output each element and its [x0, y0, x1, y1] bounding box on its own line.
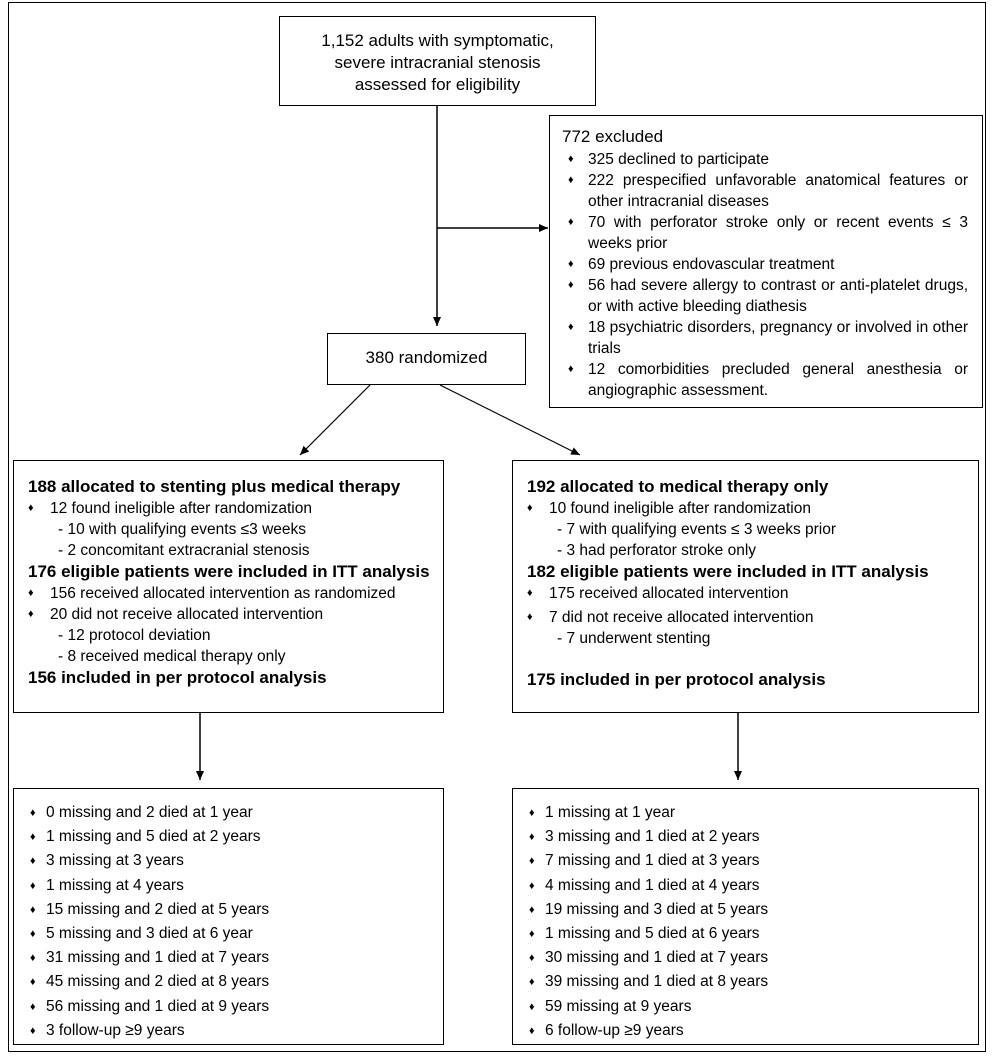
excluded-item: ♦56 had severe allergy to contrast or an… [562, 275, 968, 317]
right-not-received: 7 did not receive allocated intervention [549, 609, 814, 626]
diamond-bullet-icon: ♦ [28, 608, 34, 620]
followup-item: ♦3 missing and 1 died at 2 years [529, 825, 968, 849]
left-arm-box: 188 allocated to stenting plus medical t… [13, 460, 444, 713]
left-received: 156 received allocated intervention as r… [50, 585, 396, 602]
diamond-bullet-icon: ♦ [568, 153, 574, 165]
diamond-bullet-icon: ♦ [30, 807, 36, 819]
diagram-frame [8, 2, 986, 1052]
diamond-bullet-icon: ♦ [568, 216, 574, 228]
right-per-protocol: 175 included in per protocol analysis [527, 670, 826, 689]
diamond-bullet-icon: ♦ [30, 903, 36, 916]
diamond-bullet-icon: ♦ [30, 879, 36, 892]
diamond-bullet-icon: ♦ [28, 502, 34, 514]
right-not-received-sub-1: - 7 underwent stenting [557, 630, 711, 647]
diamond-bullet-icon: ♦ [529, 807, 535, 819]
diamond-bullet-icon: ♦ [30, 1024, 36, 1037]
excluded-item: ♦69 previous endovascular treatment [562, 254, 968, 275]
excluded-item: ♦18 psychiatric disorders, pregnancy or … [562, 317, 968, 359]
followup-item: ♦56 missing and 1 died at 9 years [30, 995, 433, 1019]
right-ineligible-sub-2: - 3 had perforator stroke only [557, 542, 757, 559]
left-not-received: 20 did not receive allocated interventio… [50, 606, 324, 623]
left-ineligible-sub-2: - 2 concomitant extracranial stenosis [58, 542, 310, 559]
followup-item: ♦1 missing and 5 died at 2 years [30, 825, 433, 849]
followup-item: ♦59 missing at 9 years [529, 995, 968, 1019]
left-not-received-sub-2: - 8 received medical therapy only [58, 648, 286, 665]
diamond-bullet-icon: ♦ [568, 321, 574, 333]
diamond-bullet-icon: ♦ [527, 587, 533, 599]
diamond-bullet-icon: ♦ [529, 879, 535, 892]
diamond-bullet-icon: ♦ [30, 952, 36, 965]
randomized-label: 380 randomized [365, 348, 488, 367]
excluded-box: 772 excluded ♦325 declined to participat… [549, 115, 983, 408]
diamond-bullet-icon: ♦ [529, 1000, 535, 1013]
diamond-bullet-icon: ♦ [28, 587, 34, 599]
diamond-bullet-icon: ♦ [529, 903, 535, 916]
diamond-bullet-icon: ♦ [30, 928, 36, 941]
followup-item: ♦39 missing and 1 died at 8 years [529, 970, 968, 994]
arrow-randomized-to-right [439, 384, 581, 456]
followup-item: ♦1 missing at 1 year [529, 801, 968, 825]
followup-item: ♦19 missing and 3 died at 5 years [529, 898, 968, 922]
arrow-randomized-to-left [299, 384, 371, 456]
right-allocated: 192 allocated to medical therapy only [527, 477, 829, 496]
assessed-box: 1,152 adults with symptomatic, severe in… [279, 16, 596, 106]
right-arm-box: 192 allocated to medical therapy only ♦ 1… [512, 460, 979, 713]
followup-item: ♦31 missing and 1 died at 7 years [30, 946, 433, 970]
right-ineligible: 10 found ineligible after randomization [549, 500, 811, 517]
followup-item: ♦1 missing at 4 years [30, 874, 433, 898]
excluded-item: ♦70 with perforator stroke only or recen… [562, 212, 968, 254]
diamond-bullet-icon: ♦ [568, 174, 574, 186]
left-ineligible-sub-1: - 10 with qualifying events ≤3 weeks [58, 521, 307, 538]
assessed-line-3: assessed for eligibility [354, 75, 521, 94]
diamond-bullet-icon: ♦ [529, 928, 535, 941]
randomized-box: 380 randomized [327, 333, 526, 385]
assessed-line-2: severe intracranial stenosis [334, 53, 541, 72]
left-followup-box: ♦0 missing and 2 died at 1 year ♦1 missi… [13, 788, 444, 1045]
excluded-list: ♦325 declined to participate ♦222 prespe… [562, 149, 968, 401]
followup-item: ♦45 missing and 2 died at 8 years [30, 970, 433, 994]
followup-item: ♦6 follow-up ≥9 years [529, 1019, 968, 1043]
right-followup-box: ♦1 missing at 1 year ♦3 missing and 1 di… [512, 788, 979, 1045]
left-ineligible: 12 found ineligible after randomization [50, 500, 312, 517]
right-ineligible-sub-1: - 7 with qualifying events ≤ 3 weeks pri… [557, 521, 837, 538]
followup-item: ♦30 missing and 1 died at 7 years [529, 946, 968, 970]
diamond-bullet-icon: ♦ [568, 258, 574, 270]
followup-item: ♦3 missing at 3 years [30, 849, 433, 873]
assessed-line-1: 1,152 adults with symptomatic, [321, 31, 554, 50]
left-itt: 176 eligible patients were included in I… [28, 562, 430, 581]
diamond-bullet-icon: ♦ [529, 976, 535, 989]
left-per-protocol: 156 included in per protocol analysis [28, 668, 327, 687]
right-received: 175 received allocated intervention [549, 585, 789, 602]
right-itt: 182 eligible patients were included in I… [527, 562, 929, 581]
diamond-bullet-icon: ♦ [527, 502, 533, 514]
diamond-bullet-icon: ♦ [529, 952, 535, 965]
diamond-bullet-icon: ♦ [527, 611, 533, 623]
diamond-bullet-icon: ♦ [30, 855, 36, 868]
diamond-bullet-icon: ♦ [30, 831, 36, 844]
excluded-item: ♦222 prespecified unfavorable anatomical… [562, 170, 968, 212]
diamond-bullet-icon: ♦ [30, 1000, 36, 1013]
followup-item: ♦3 follow-up ≥9 years [30, 1019, 433, 1043]
diamond-bullet-icon: ♦ [568, 279, 574, 291]
diamond-bullet-icon: ♦ [30, 976, 36, 989]
left-not-received-sub-1: - 12 protocol deviation [58, 627, 211, 644]
diamond-bullet-icon: ♦ [568, 363, 574, 375]
followup-item: ♦7 missing and 1 died at 3 years [529, 849, 968, 873]
excluded-title: 772 excluded [562, 127, 664, 146]
followup-item: ♦0 missing and 2 died at 1 year [30, 801, 433, 825]
diamond-bullet-icon: ♦ [529, 831, 535, 844]
followup-item: ♦15 missing and 2 died at 5 years [30, 898, 433, 922]
left-allocated: 188 allocated to stenting plus medical t… [28, 477, 401, 496]
diamond-bullet-icon: ♦ [529, 1024, 535, 1037]
followup-item: ♦4 missing and 1 died at 4 years [529, 874, 968, 898]
followup-item: ♦1 missing and 5 died at 6 years [529, 922, 968, 946]
diamond-bullet-icon: ♦ [529, 855, 535, 868]
followup-item: ♦5 missing and 3 died at 6 year [30, 922, 433, 946]
excluded-item: ♦12 comorbidities precluded general anes… [562, 359, 968, 401]
excluded-item: ♦325 declined to participate [562, 149, 968, 170]
